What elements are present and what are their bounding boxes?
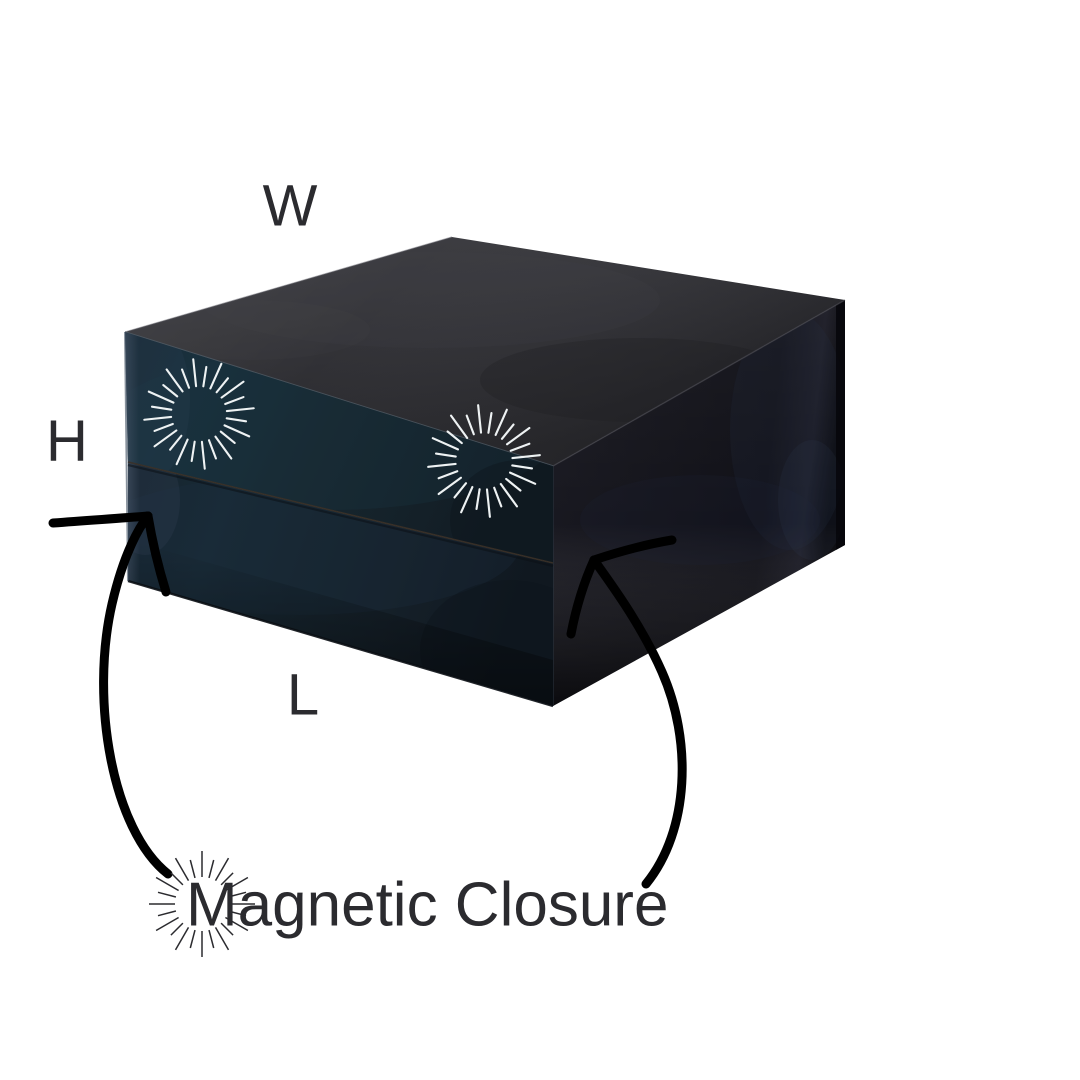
dimension-label-height: H [46, 408, 88, 473]
magnetic-closure-label: Magnetic Closure [186, 870, 668, 939]
curved-arrow-icon-right [566, 535, 687, 889]
box-seam-shadow [127, 463, 554, 568]
curved-arrow-icon-left [48, 511, 173, 879]
dimension-label-length: L [287, 662, 319, 727]
box-seam-line [127, 461, 554, 564]
box-left-edge [124, 331, 129, 582]
gift-box-graphic [124, 236, 846, 708]
dimension-label-width: W [263, 173, 318, 238]
